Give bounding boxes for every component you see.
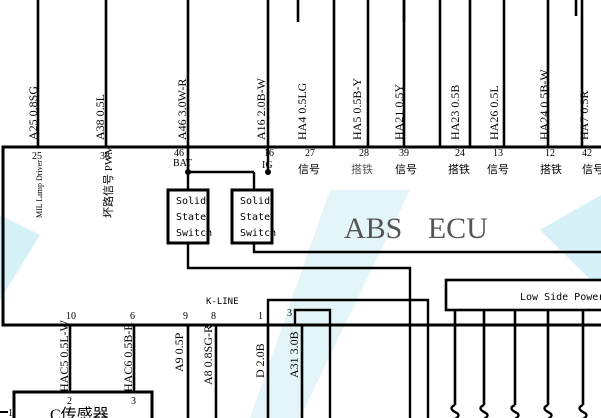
- func-label: 搭铁: [448, 163, 470, 176]
- internal-wiring: [186, 147, 601, 418]
- wire-label: A25 0.8SG: [26, 86, 40, 140]
- k-line-label: K-LINE: [206, 297, 239, 307]
- pin-number: 6: [130, 311, 135, 322]
- watermark-left-triangle: [0, 215, 40, 300]
- func-label: 信号: [298, 163, 320, 176]
- top-pin-numbers: 25 38 46 16 27 28 39 24 13 12 42: [32, 148, 592, 162]
- pin-number: 12: [545, 148, 555, 159]
- junction-dots: [185, 169, 271, 175]
- top-wire-lines: [36, 0, 584, 172]
- pin-number: 27: [305, 148, 315, 159]
- watermark-right-triangle: [540, 195, 601, 290]
- pin-number: 10: [66, 311, 76, 322]
- solid-state-switch-2[interactable]: Solid State Switch: [230, 188, 276, 245]
- func-ig: IG: [262, 160, 273, 171]
- func-label: 搭铁: [540, 163, 562, 176]
- top-wire-labels: A25 0.8SG A38 0.5L A46 3.0W-R A16 2.0B-W…: [26, 69, 591, 140]
- func-label: 信号: [395, 163, 417, 176]
- pin-number: 3: [287, 308, 292, 319]
- switch-2-line-3: Switch: [240, 228, 276, 239]
- pin-number: 13: [493, 148, 503, 159]
- pin-number: 38: [100, 151, 110, 162]
- pin-number: 8: [211, 311, 216, 322]
- pin-number: 46: [174, 148, 184, 159]
- low-side-power-driver[interactable]: Low Side Power Di: [444, 278, 601, 312]
- func-label: 信号: [487, 163, 509, 176]
- coil-symbols: [450, 403, 588, 418]
- wire-label: HAC5 0.5L-W: [57, 319, 71, 392]
- switch-2-line-2: State: [240, 212, 270, 223]
- wire-label: A31 3.0B: [287, 331, 301, 378]
- wire-label: A16 2.0B-W: [254, 77, 268, 140]
- watermark: [0, 190, 601, 418]
- low-side-label: Low Side Power Di: [520, 292, 601, 303]
- func-label: 搭铁: [351, 163, 373, 176]
- top-function-labels: MIL Lamp Driver 坏路信号 PWM BAT IG 信号 搭铁 信号…: [35, 145, 601, 218]
- bottom-wire-lines: [68, 310, 585, 418]
- c-pin-2: 2: [67, 396, 72, 407]
- wire-label: HA7 0.5R: [577, 91, 591, 140]
- func-mil-lamp: MIL Lamp Driver: [35, 160, 44, 218]
- wire-label: HA4 0.5LG: [295, 82, 309, 140]
- c-pin-3: 3: [131, 396, 136, 407]
- left-pin-1: 1: [8, 408, 13, 418]
- switch-1-line-1: Solid: [176, 196, 206, 207]
- solid-state-switch-1[interactable]: Solid State Switch: [166, 188, 212, 245]
- pin-number: 1: [258, 311, 263, 322]
- switch-1-line-2: State: [176, 212, 206, 223]
- pin-number: 42: [582, 148, 592, 159]
- pin-number: 16: [264, 148, 274, 159]
- wire-label: HA23 0.5B: [448, 85, 462, 140]
- wire-label: HA21 0.5Y: [392, 84, 406, 140]
- ecu-label: ABS ECU: [344, 212, 488, 245]
- watermark-center-band: [250, 190, 410, 418]
- wire-label: HA24 0.5B-W: [537, 69, 551, 140]
- pin-number: 9: [183, 311, 188, 322]
- func-label: 信号: [582, 163, 601, 176]
- c-sensor[interactable]: 2 3 C传感器: [12, 390, 154, 418]
- wire-label: HAC6 0.5B-R: [121, 323, 135, 392]
- c-sensor-label: C传感器: [50, 406, 109, 418]
- wire-label: A9 0.5P: [172, 332, 186, 372]
- func-bat: BAT: [173, 158, 192, 169]
- bottom-wire-labels: HAC5 0.5L-W HAC6 0.5B-R A9 0.5P A8 0.8SG…: [57, 319, 301, 392]
- pin-number: 25: [32, 151, 42, 162]
- wire-label: HA26 0.5L: [487, 85, 501, 140]
- wire-label: A8 0.8SG-R: [201, 325, 215, 385]
- pin-number: 39: [399, 148, 409, 159]
- bottom-pin-numbers: 10 6 9 8 1 3: [66, 308, 292, 322]
- wire-label: A46 3.0W-R: [175, 79, 189, 140]
- wire-label: HA5 0.5B-Y: [350, 78, 364, 140]
- wire-label: D 2.0B: [253, 343, 267, 378]
- switch-2-line-1: Solid: [240, 196, 270, 207]
- pin-number: 24: [455, 148, 465, 159]
- switch-1-line-3: Switch: [176, 228, 212, 239]
- func-bad-road: 坏路信号 PWM: [102, 145, 115, 218]
- wire-label: A38 0.5L: [93, 94, 107, 140]
- pin-number: 28: [359, 148, 369, 159]
